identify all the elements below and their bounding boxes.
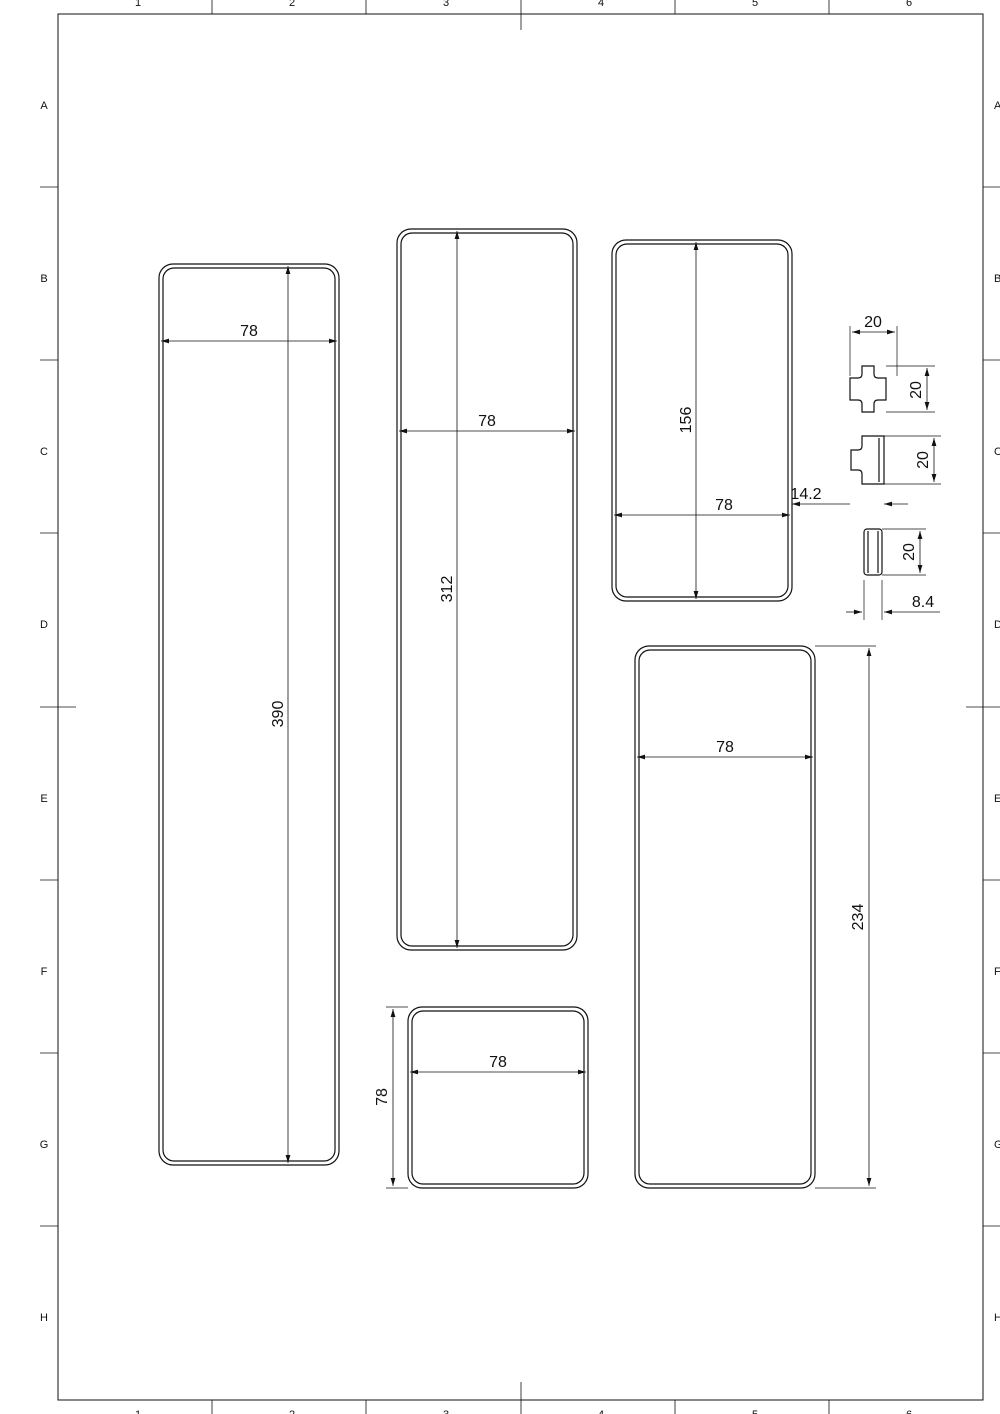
- row-label-a: A: [40, 100, 48, 112]
- tray-234: 78 234: [634, 645, 876, 1189]
- tray-78-width-dimension: 78: [489, 1054, 507, 1071]
- row-label-g: G: [40, 1139, 49, 1151]
- column-label-1: 1: [135, 0, 141, 9]
- tray-156-width-dimension: 78: [715, 497, 733, 514]
- row-label-g-right: G: [994, 1139, 1000, 1151]
- row-label-h: H: [40, 1312, 48, 1324]
- connector-straight: 20 8.4: [846, 528, 940, 620]
- row-label-a-right: A: [994, 100, 1000, 112]
- row-label-b-right: B: [994, 273, 1000, 285]
- tray-390-width-dimension: 78: [240, 323, 258, 340]
- column-label-6: 6: [906, 0, 912, 9]
- tray-156-offset-dimension: 14.2: [790, 486, 821, 503]
- column-label-2-bottom: 2: [289, 1409, 295, 1414]
- row-label-f-right: F: [994, 966, 1000, 978]
- tray-312-length-dimension: 312: [439, 576, 456, 603]
- connector-tee: 20: [850, 435, 941, 485]
- row-label-d: D: [40, 619, 48, 631]
- column-label-6-bottom: 6: [906, 1409, 912, 1414]
- column-label-2: 2: [289, 0, 295, 9]
- row-label-e: E: [40, 793, 47, 805]
- row-label-f: F: [41, 966, 48, 978]
- connector-straight-thickness-dimension: 8.4: [912, 594, 934, 611]
- column-label-4-bottom: 4: [598, 1409, 604, 1414]
- column-label-1-bottom: 1: [135, 1409, 141, 1414]
- column-label-4: 4: [598, 0, 604, 9]
- row-label-c: C: [40, 446, 48, 458]
- tray-234-length-dimension: 234: [850, 904, 867, 931]
- tray-390: 78 390: [158, 263, 340, 1166]
- tray-390-length-dimension: 390: [270, 701, 287, 728]
- drawing-frame: 1 2 3 4 5 6 1 2 3 4 5 6 A B C D E F G H …: [40, 0, 1000, 1414]
- connector-cross-height-dimension: 20: [908, 381, 925, 399]
- row-label-c-right: C: [994, 446, 1000, 458]
- column-label-3-bottom: 3: [443, 1409, 449, 1414]
- tray-312-width-dimension: 78: [478, 413, 496, 430]
- connector-cross-width-dimension: 20: [864, 314, 882, 331]
- tray-156: 78 156 14.2: [611, 239, 908, 602]
- row-label-h-right: H: [994, 1312, 1000, 1324]
- connector-cross: 20 20: [849, 314, 935, 413]
- column-label-5-bottom: 5: [752, 1409, 758, 1414]
- tray-234-width-dimension: 78: [716, 739, 734, 756]
- row-label-e-right: E: [994, 793, 1000, 805]
- tray-78-length-dimension: 78: [374, 1088, 391, 1106]
- column-label-5: 5: [752, 0, 758, 9]
- tray-156-length-dimension: 156: [678, 407, 695, 434]
- connector-tee-height-dimension: 20: [915, 451, 932, 469]
- column-label-3: 3: [443, 0, 449, 9]
- connector-straight-height-dimension: 20: [901, 543, 918, 561]
- tray-312: 78 312: [396, 228, 578, 951]
- tray-78: 78 78: [374, 1006, 589, 1189]
- row-label-d-right: D: [994, 619, 1000, 631]
- row-label-b: B: [40, 273, 47, 285]
